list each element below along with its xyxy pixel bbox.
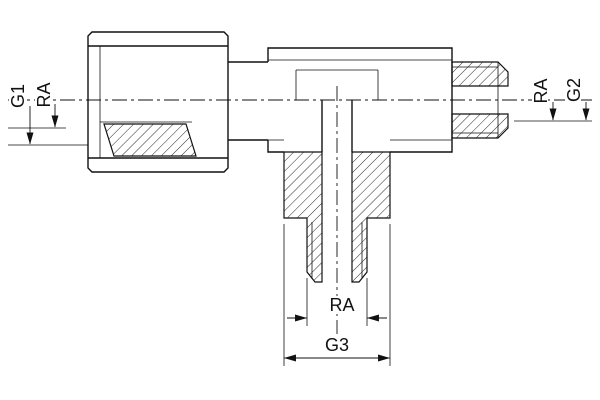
dimension-bottom: RA G3 <box>283 224 391 366</box>
bottom-extension-lines <box>283 224 391 366</box>
body-hex-outline <box>267 47 453 153</box>
stud-hatch-lower <box>451 113 509 139</box>
ra-right-label: RA <box>531 78 551 103</box>
dimension-left: G1 RA <box>8 82 88 146</box>
branch-hatch-left <box>283 151 323 283</box>
branch-hatch-right <box>351 151 391 283</box>
branch-thread-root-lines <box>311 222 363 278</box>
tee-body <box>228 47 453 153</box>
nut-hex-flat-lines <box>88 45 228 159</box>
dimension-right: RA G2 <box>514 77 592 122</box>
ra-bottom-label-mask <box>327 296 357 314</box>
ra-left-label: RA <box>34 82 54 107</box>
ra-left-label-mask <box>35 82 51 109</box>
g1-label: G1 <box>8 84 28 108</box>
ra-bottom-label: RA <box>329 295 354 315</box>
ra-right-label-mask <box>532 78 548 105</box>
body-neck-lines <box>228 61 268 141</box>
left-extension-lines <box>8 127 88 146</box>
body-inner-port-lines <box>295 69 379 100</box>
nut-section-hatch <box>103 123 197 157</box>
branch-bore-lines <box>321 100 353 152</box>
stud-thread-root-lines <box>452 66 498 134</box>
g2-label: G2 <box>564 78 584 102</box>
nut-outline <box>87 31 229 173</box>
right-stud <box>451 61 509 139</box>
centerlines <box>8 86 592 334</box>
g3-label: G3 <box>325 335 349 355</box>
left-nut <box>87 31 229 173</box>
body-hex-inner-lines <box>268 59 452 141</box>
g1-label-mask <box>9 83 25 109</box>
bottom-branch <box>283 100 391 283</box>
stud-hatch-upper <box>451 61 509 87</box>
g2-label-mask <box>565 77 581 104</box>
